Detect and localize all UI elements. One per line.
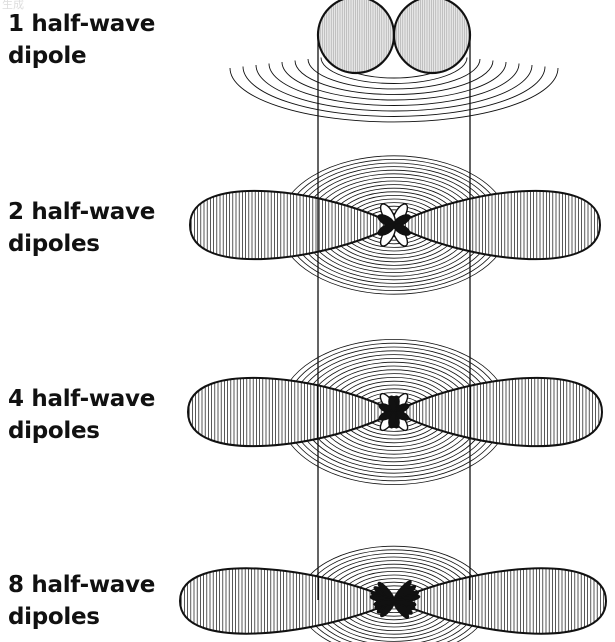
ring-arc bbox=[294, 60, 494, 95]
row-label-line1: 2 half-wave bbox=[8, 199, 155, 225]
lobe-hatch-group bbox=[394, 0, 470, 73]
petal-shape bbox=[388, 411, 398, 429]
row-label-line1: 4 half-wave bbox=[8, 386, 155, 412]
ring-arc bbox=[255, 64, 533, 112]
side-lobe-petal bbox=[388, 411, 398, 429]
row-label-line1: 8 half-wave bbox=[8, 572, 155, 598]
outline-layer bbox=[178, 0, 608, 635]
center-petals-layer bbox=[369, 203, 421, 619]
row-label-line2: dipoles bbox=[8, 231, 100, 257]
petal-shape bbox=[373, 598, 395, 607]
petals-row-4 bbox=[378, 392, 410, 432]
concentric-rings-layer bbox=[229, 55, 559, 642]
side-lobe-petal bbox=[373, 598, 395, 607]
lobe-outline-right bbox=[392, 0, 472, 75]
petals-row-2 bbox=[377, 203, 411, 247]
petals-row-8 bbox=[369, 580, 421, 619]
petal-shape bbox=[377, 223, 395, 236]
row-label-line2: dipoles bbox=[8, 604, 100, 630]
row-label-1-dipole: 1 half-wave dipole bbox=[8, 8, 168, 72]
hatch-lines-layer bbox=[180, 0, 606, 634]
watermark-text: 生成 bbox=[2, 0, 24, 11]
ring-arc bbox=[281, 61, 507, 101]
ring-arc bbox=[242, 66, 546, 117]
ring-arc bbox=[229, 67, 559, 123]
side-lobe-petal bbox=[377, 223, 395, 236]
row-label-4-dipoles: 4 half-wave dipoles bbox=[8, 383, 168, 447]
row-label-line2: dipoles bbox=[8, 418, 100, 444]
ring-arc bbox=[320, 57, 468, 84]
ring-arc bbox=[307, 58, 481, 90]
row-label-line1: 1 half-wave bbox=[8, 11, 155, 37]
row-label-line2: dipole bbox=[8, 43, 87, 69]
row-label-2-dipoles: 2 half-wave dipoles bbox=[8, 196, 168, 260]
row-label-8-dipoles: 8 half-wave dipoles bbox=[8, 569, 168, 633]
lobe-hatch-group bbox=[318, 0, 394, 73]
ring-arc bbox=[268, 63, 520, 106]
